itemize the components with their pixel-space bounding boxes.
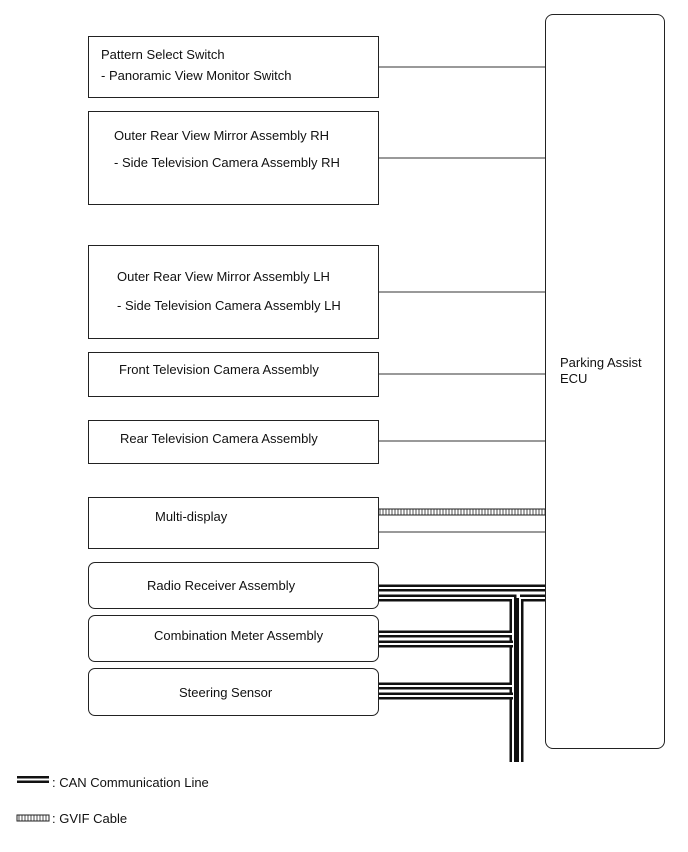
- combination-meter-label: Combination Meter Assembly: [154, 628, 324, 643]
- rear-camera-label: Rear Television Camera Assembly: [120, 431, 318, 446]
- multi-display-box: Multi-display: [88, 497, 379, 549]
- steering-sensor-box: Steering Sensor: [88, 668, 379, 716]
- steering-sensor-label: Steering Sensor: [179, 685, 273, 700]
- pattern-select-switch-label: Pattern Select Switch: [101, 47, 225, 62]
- outer-mirror-rh-box: Outer Rear View Mirror Assembly RH - Sid…: [88, 111, 379, 205]
- front-camera-box: Front Television Camera Assembly: [88, 352, 379, 397]
- outer-mirror-lh-label: Outer Rear View Mirror Assembly LH: [117, 269, 330, 284]
- radio-receiver-box: Radio Receiver Assembly: [88, 562, 379, 609]
- multi-display-label: Multi-display: [155, 509, 228, 524]
- outer-mirror-lh-sublabel: - Side Television Camera Assembly LH: [117, 298, 341, 313]
- parking-assist-ecu-box: Parking Assist ECU: [545, 14, 665, 749]
- combination-meter-box: Combination Meter Assembly: [88, 615, 379, 662]
- gvif-cable-multi-display: [377, 508, 547, 516]
- outer-mirror-lh-box: Outer Rear View Mirror Assembly LH - Sid…: [88, 245, 379, 339]
- front-camera-label: Front Television Camera Assembly: [119, 362, 319, 377]
- outer-mirror-rh-sublabel: - Side Television Camera Assembly RH: [114, 155, 340, 170]
- legend-can-symbol: [17, 776, 49, 783]
- outer-mirror-rh-label: Outer Rear View Mirror Assembly RH: [114, 128, 330, 143]
- legend-gvif-symbol: [16, 814, 50, 822]
- rear-camera-box: Rear Television Camera Assembly: [88, 420, 379, 464]
- radio-receiver-label: Radio Receiver Assembly: [147, 578, 296, 593]
- ecu-label: Parking Assist: [560, 355, 642, 370]
- pattern-select-switch-sublabel: - Panoramic View Monitor Switch: [101, 68, 292, 83]
- ecu-label-line2: ECU: [560, 371, 588, 386]
- legend-gvif-label: : GVIF Cable: [52, 811, 128, 826]
- pattern-select-switch-box: Pattern Select Switch - Panoramic View M…: [88, 36, 379, 98]
- can-bus: [378, 584, 546, 762]
- legend-can-label: : CAN Communication Line: [52, 775, 209, 790]
